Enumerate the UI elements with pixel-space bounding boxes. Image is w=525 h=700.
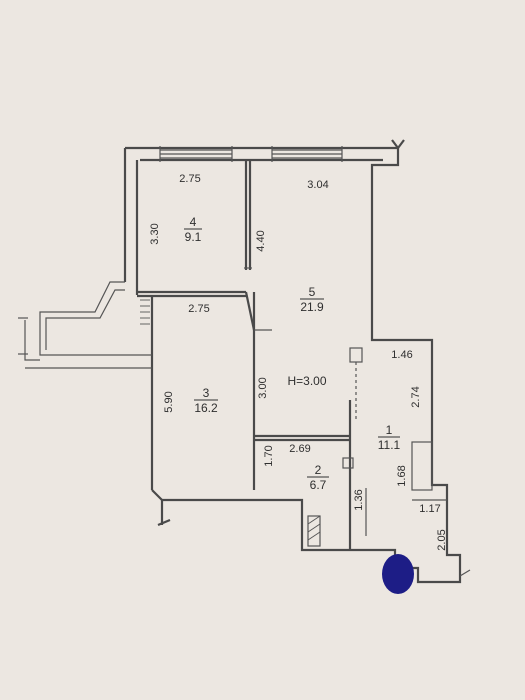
dim-room3-width: 2.75 bbox=[188, 303, 209, 315]
room-4-number: 4 bbox=[190, 215, 197, 229]
hall-details bbox=[307, 347, 471, 577]
room-2-area: 6.7 bbox=[310, 478, 327, 492]
dim-room2-width: 2.69 bbox=[289, 443, 310, 455]
ceiling-height-label: H=3.00 bbox=[287, 374, 326, 388]
dim-entrance-height: 2.05 bbox=[436, 529, 448, 550]
room-1-number: 1 bbox=[386, 423, 393, 437]
room-5-area: 21.9 bbox=[300, 300, 324, 314]
room-3-area: 16.2 bbox=[194, 401, 218, 415]
dim-room2-side: 1.36 bbox=[353, 489, 365, 510]
ink-stamp-mark bbox=[382, 554, 414, 594]
dim-hall-height: 2.74 bbox=[410, 386, 422, 407]
balcony bbox=[18, 281, 152, 369]
window-right bbox=[271, 146, 343, 162]
dim-room5-width: 3.04 bbox=[307, 179, 328, 191]
dim-room2-height: 1.70 bbox=[263, 445, 275, 466]
interior-walls bbox=[137, 160, 352, 550]
dim-hall-top-width: 1.46 bbox=[391, 349, 412, 361]
top-right-wall-notch bbox=[391, 139, 405, 149]
dim-room5-lower-height: 3.00 bbox=[257, 377, 269, 398]
outer-walls bbox=[123, 146, 462, 584]
room-1-area: 11.1 bbox=[378, 438, 401, 452]
dim-room5-height: 4.40 bbox=[255, 230, 267, 251]
dim-hall-niche-height: 1.68 bbox=[396, 465, 408, 486]
dim-room3-height: 5.90 bbox=[163, 391, 175, 412]
dim-room4-width: 2.75 bbox=[179, 173, 200, 185]
room-4-area: 9.1 bbox=[185, 230, 202, 244]
window-left bbox=[159, 146, 233, 162]
room-5-number: 5 bbox=[309, 285, 316, 299]
room-3-number: 3 bbox=[203, 386, 210, 400]
room-2-number: 2 bbox=[315, 463, 322, 477]
dim-room4-height: 3.30 bbox=[149, 223, 161, 244]
dim-hall-step-width: 1.17 bbox=[419, 503, 440, 515]
